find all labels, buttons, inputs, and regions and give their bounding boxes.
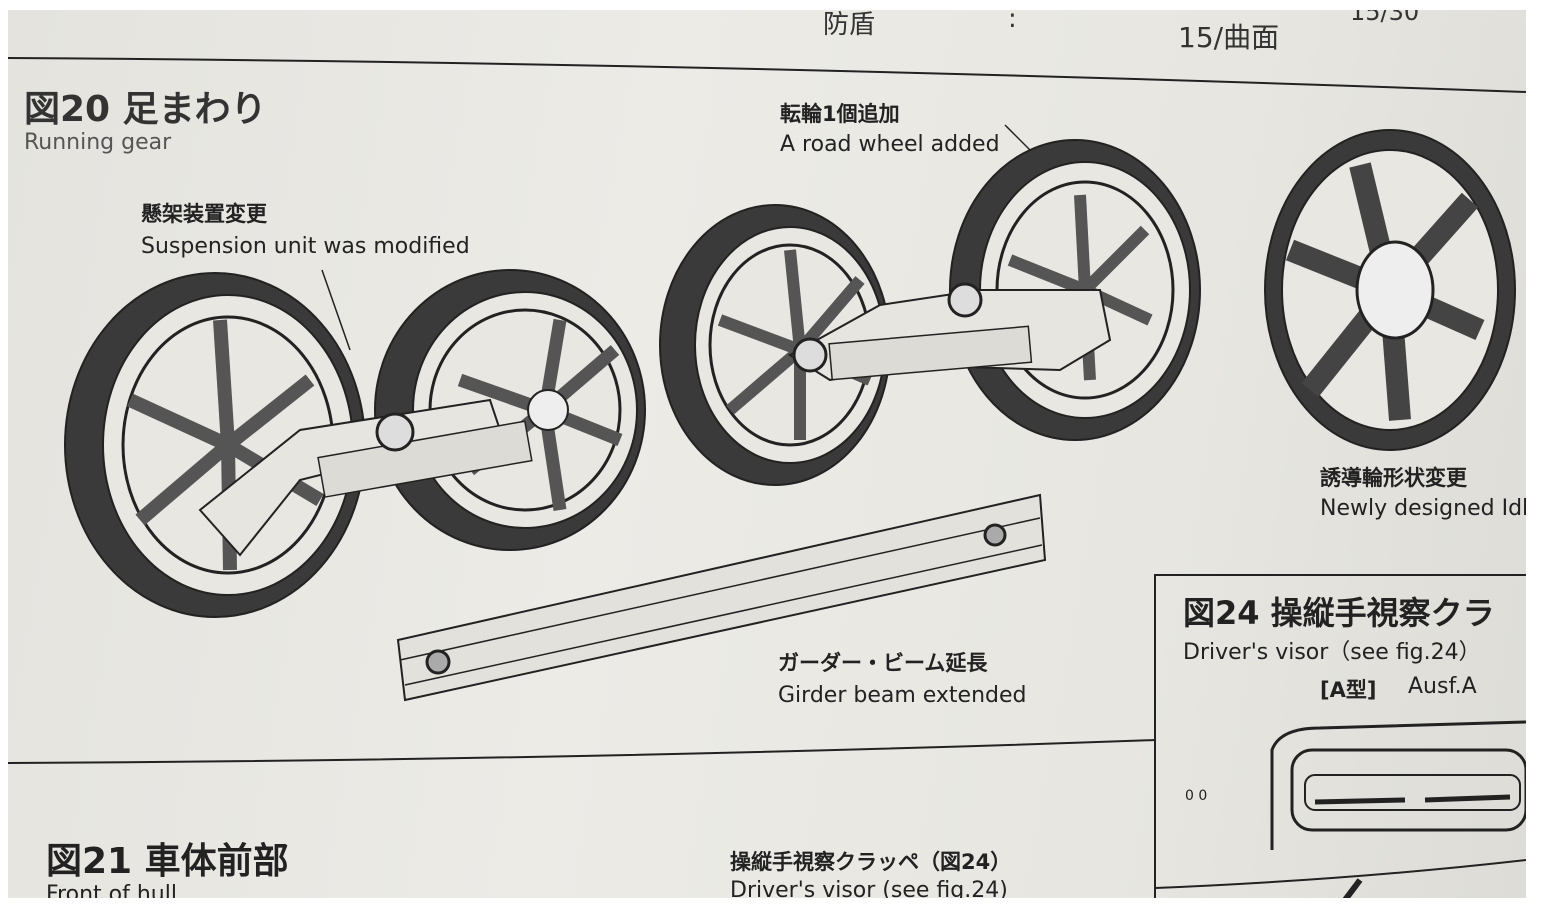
middle-divider-line (8, 739, 1156, 764)
header-label: 防盾 (823, 10, 876, 40)
callout-roadwheel-jp: 転輪1個追加 (780, 102, 900, 126)
road-wheel-2 (374, 269, 646, 551)
svg-text:0 0: 0 0 (1185, 788, 1207, 804)
fig24-title: 図24 操縦手視察クラ (1183, 594, 1495, 632)
fig20-subtitle: Running gear (24, 130, 172, 155)
top-divider-line (8, 57, 1526, 93)
fig24-variant-jp: [A型] (1320, 678, 1377, 702)
fig21-callout-en: Driver's visor (see fig.24) (730, 878, 1008, 898)
header-clipped-top-value: 15/30 (1350, 10, 1420, 26)
fig24-variant-en: Ausf.A (1408, 674, 1477, 699)
callout-roadwheel-en: A road wheel added (780, 132, 1000, 157)
callout-suspension-en: Suspension unit was modified (141, 234, 470, 259)
road-wheel-3 (659, 204, 891, 486)
callout-suspension-jp: 懸架装置変更 (141, 202, 267, 226)
fig21-title: 図21 車体前部 (46, 841, 289, 882)
callout-idler-en: Newly designed Idle (1320, 496, 1526, 521)
driver-visor-drawing: 0 0 (1185, 720, 1526, 898)
callout-girder-jp: ガーダー・ビーム延長 (778, 651, 988, 675)
header-separator: : (1008, 10, 1017, 34)
fig24-box (1154, 574, 1526, 898)
idler-wheel (1264, 129, 1516, 451)
callout-girder-en: Girder beam extended (778, 683, 1027, 708)
girder-beam (396, 493, 1047, 702)
manual-page-photo: 0 0 15/30 防盾 : 15/曲面 図20 足まわり Running ge… (8, 10, 1526, 898)
illustration-layer: 0 0 (8, 57, 1526, 898)
fig21-callout-jp: 操縦手視察クラッペ（図24） (730, 850, 1012, 874)
callout-idler-jp: 誘導輪形状変更 (1320, 466, 1467, 490)
fig24-subtitle: Driver's visor（see fig.24） (1183, 640, 1481, 665)
header-value: 15/曲面 (1178, 21, 1280, 54)
fig21-subtitle: Front of hull (46, 882, 177, 898)
fig20-title: 図20 足まわり (24, 89, 267, 130)
